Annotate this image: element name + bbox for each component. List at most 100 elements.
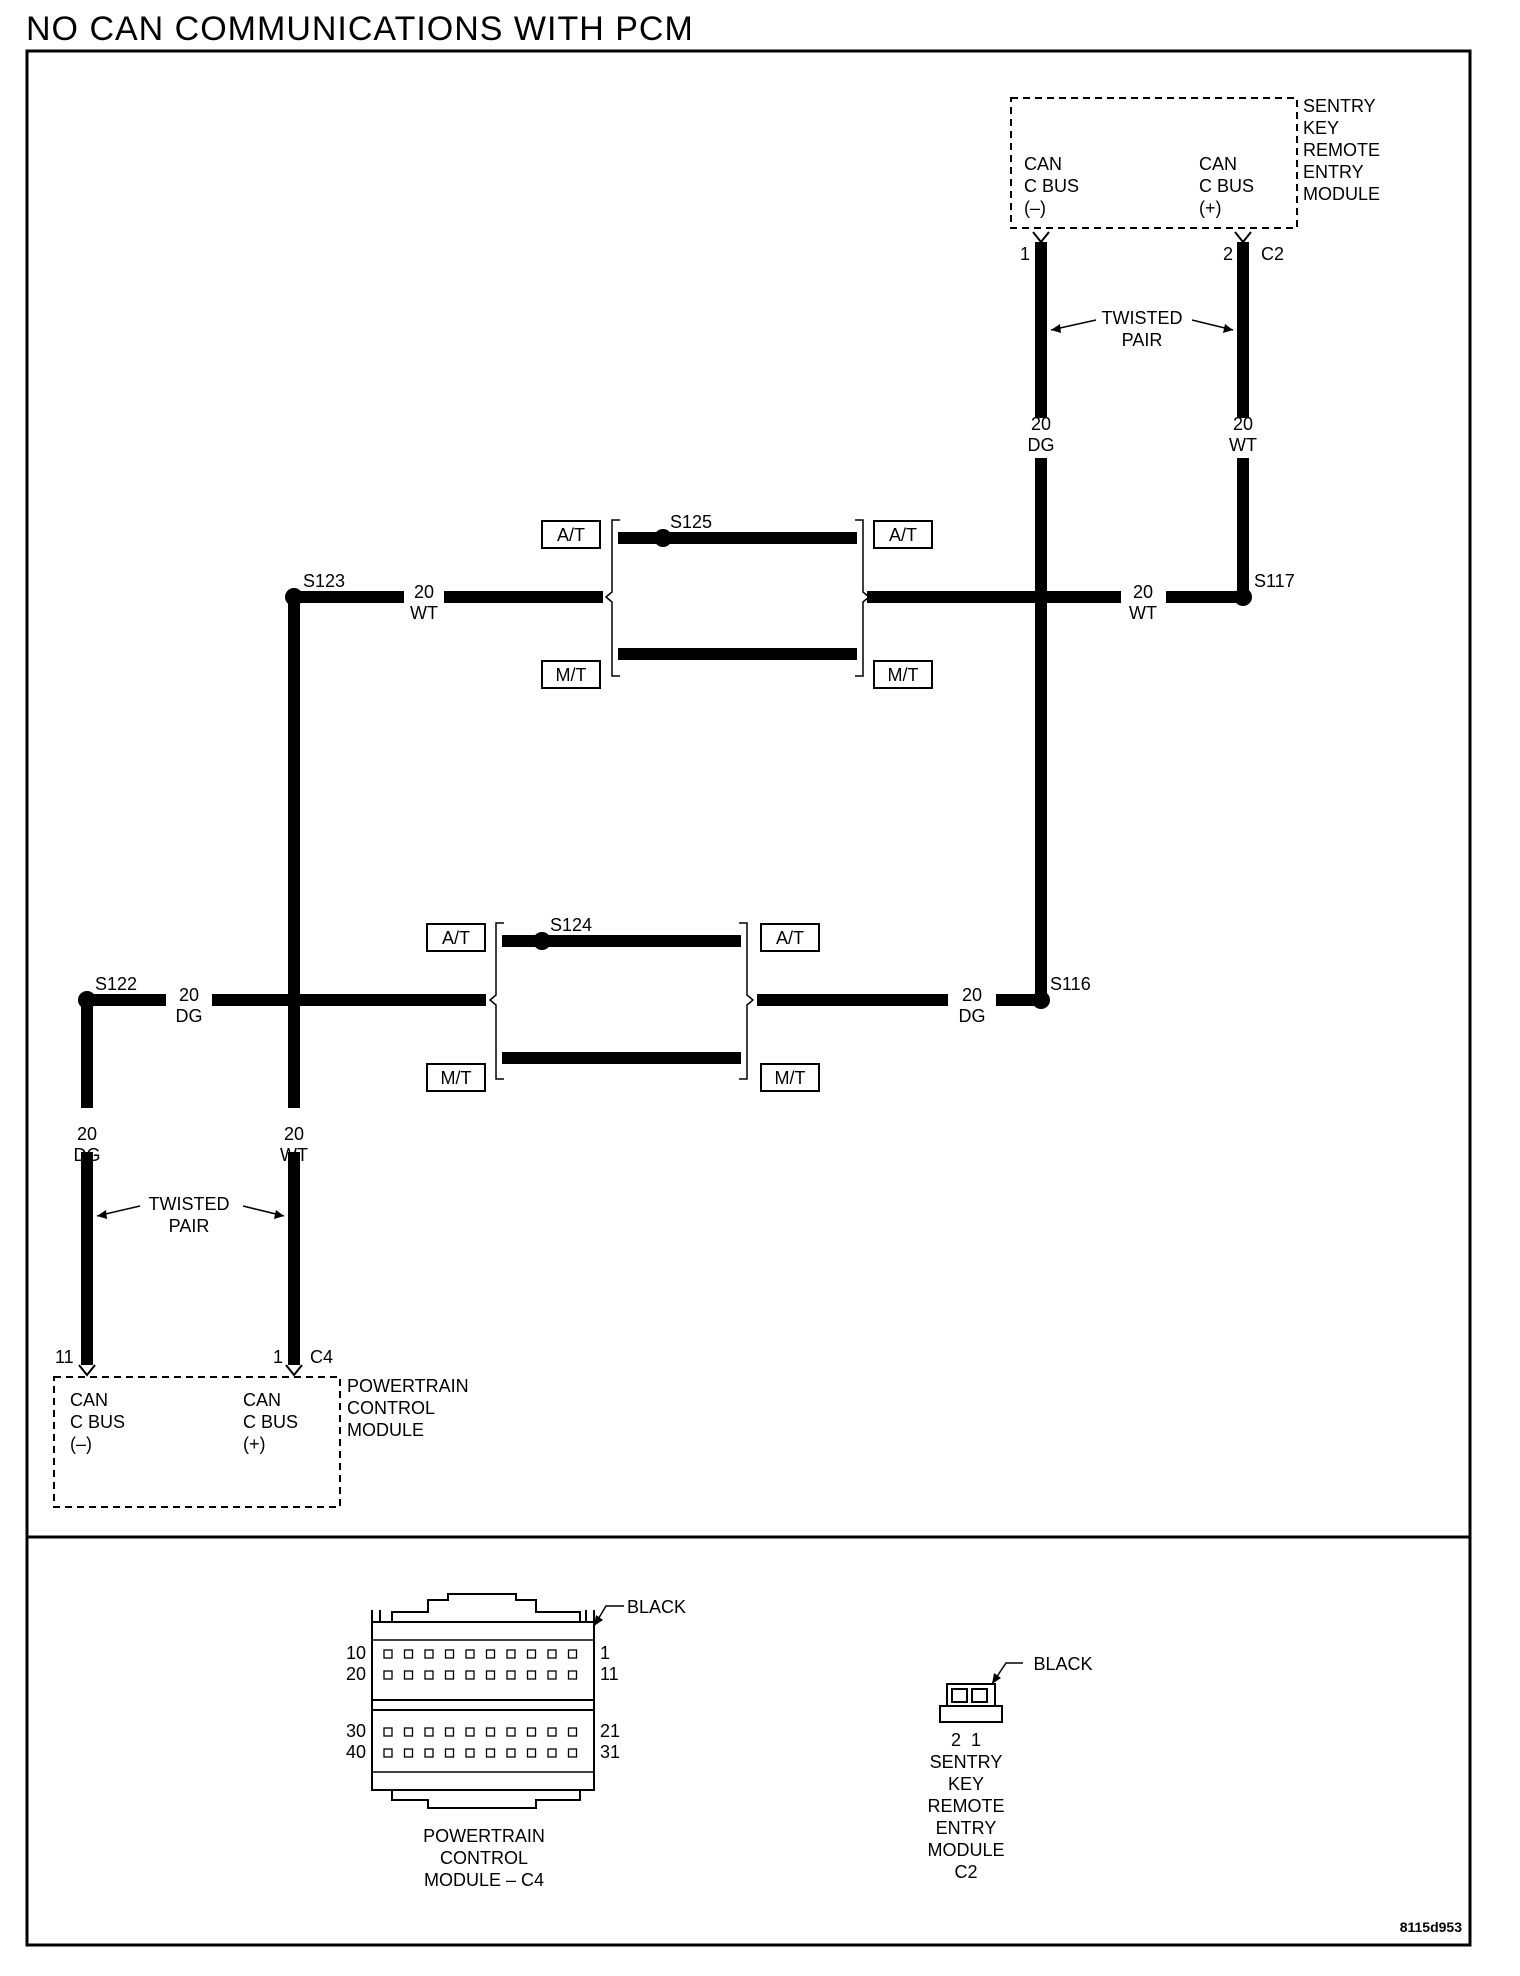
option-box-s125-mt-right — [873, 660, 933, 689]
option-box-s124-at-right — [760, 923, 820, 952]
sentry-pos-label-1: CAN — [1199, 154, 1237, 174]
pcm-connector-cavity — [465, 1649, 475, 1659]
pcm-connector-cavity — [485, 1748, 496, 1758]
pcm-module: 11 1 C4 CAN C BUS (–) CAN C BUS (+) POWE… — [53, 1347, 469, 1508]
wire-label-sentry-wt-gauge: 20 — [1233, 414, 1253, 434]
pcm-connector-cavity — [506, 1748, 516, 1758]
label-s123: S123 — [303, 571, 345, 591]
s124-bracket-right — [739, 922, 755, 1080]
wire-label-s117-wt-color: WT — [1129, 603, 1157, 623]
pcm-connector-cavity — [485, 1670, 496, 1680]
sentry-neg-label-2: C BUS — [1024, 176, 1079, 196]
pcm-pin-label-10: 10 — [346, 1643, 366, 1663]
splice-s117 — [1234, 588, 1252, 606]
pcm-connector-cavity — [526, 1748, 537, 1758]
pcm-connector-cavity — [424, 1727, 434, 1737]
pcm-connector-cavity — [403, 1727, 414, 1737]
figure-id: 8115d953 — [1400, 1919, 1462, 1935]
pcm-pin-label-1: 1 — [600, 1643, 610, 1663]
sentry-name-4: ENTRY — [1303, 162, 1364, 182]
pcm-pin-label-31: 31 — [600, 1742, 620, 1762]
wire-label-s123-wt-gauge: 20 — [414, 582, 434, 602]
sentry-caption-3: REMOTE — [927, 1796, 1004, 1816]
pcm-connector-cavity — [444, 1748, 455, 1758]
twisted-pair-sentry-arrowhead-left — [1051, 324, 1061, 333]
pcm-connector-cavity — [424, 1649, 434, 1659]
pcm-connector-cavity — [383, 1649, 393, 1659]
pcm-connector-cavity — [403, 1748, 414, 1758]
schematic-frame — [25, 49, 1472, 1539]
pcm-connector-body — [371, 1621, 595, 1791]
pcm-connector-cavity — [526, 1670, 537, 1680]
pcm-connector-cavity — [403, 1670, 414, 1680]
sentry-connector-cavity-2 — [951, 1688, 968, 1703]
pcm-pin-label-40: 40 — [346, 1742, 366, 1762]
label-s116: S116 — [1050, 974, 1091, 994]
s125-bracket-right — [855, 519, 871, 677]
pcm-pin-label-11: 11 — [600, 1664, 619, 1684]
pcm-name-3: MODULE — [347, 1420, 424, 1440]
sentry-connector-color-arrowhead — [992, 1673, 1001, 1684]
s125-bracket-left — [604, 519, 620, 677]
sentry-connector-c2: C2 — [1261, 244, 1284, 264]
pcm-connector-cavity — [567, 1727, 578, 1737]
sentry-caption-4: ENTRY — [936, 1818, 997, 1838]
wire-label-s123-wt-color: WT — [410, 603, 438, 623]
option-s124-at-left: A/T — [442, 928, 470, 948]
pcm-connector-cavity — [506, 1670, 516, 1680]
label-s122: S122 — [95, 974, 137, 994]
sentry-name-3: REMOTE — [1303, 140, 1380, 160]
option-box-s124-mt-left — [426, 1063, 486, 1092]
sentry-pos-label-3: (+) — [1199, 198, 1222, 218]
option-box-s125-at-left — [541, 520, 601, 549]
pcm-connector-cavity — [383, 1748, 393, 1758]
option-s124-at-right: A/T — [776, 928, 804, 948]
pcm-connector-cavity — [567, 1649, 578, 1659]
pcm-connector-cavity — [465, 1727, 475, 1737]
sentry-caption-5: MODULE — [927, 1840, 1004, 1860]
pcm-connector-cavity — [567, 1670, 578, 1680]
twisted-pair-sentry-arrowhead-right — [1223, 324, 1233, 333]
option-boxes: A/T A/T M/T M/T A/T A/T M/T M/T — [426, 520, 933, 1092]
pcm-connector-cavity — [383, 1670, 393, 1680]
twisted-pair-sentry-line2: PAIR — [1122, 330, 1163, 350]
twisted-pair-pcm-line2: PAIR — [169, 1216, 210, 1236]
option-s125-at-right: A/T — [889, 525, 917, 545]
option-brackets — [488, 519, 871, 1080]
wire-label-s122-dg-gauge: 20 — [179, 985, 199, 1005]
sentry-module: SENTRY KEY REMOTE ENTRY MODULE CAN C BUS… — [1010, 96, 1380, 264]
sentry-caption-6: C2 — [954, 1862, 977, 1882]
sentry-name-2: KEY — [1303, 118, 1339, 138]
pcm-connector-cavity — [424, 1748, 434, 1758]
pcm-connector-c4: C4 — [310, 1347, 333, 1367]
splice-labels: S125 S123 S117 S124 S122 S116 — [95, 512, 1295, 994]
wire-label-pcm-dg-color: DG — [74, 1145, 101, 1165]
sentry-module-box — [1010, 97, 1298, 229]
sentry-neg-label-3: (–) — [1024, 198, 1046, 218]
s124-bracket-left — [488, 922, 504, 1080]
sentry-connector-view: BLACK 2 1 SENTRY KEY REMOTE ENTRY MODULE… — [927, 1654, 1092, 1882]
pcm-neg-label-3: (–) — [70, 1434, 92, 1454]
sentry-connector-base — [939, 1705, 1003, 1723]
wire-label-pcm-wt-color: WT — [280, 1145, 308, 1165]
wire-group — [81, 242, 1249, 1365]
label-s124: S124 — [550, 915, 592, 935]
connector-view-frame — [25, 1535, 1472, 1947]
splice-s123 — [285, 588, 303, 606]
sentry-pin-1: 1 — [1020, 244, 1030, 264]
pcm-neg-label-2: C BUS — [70, 1412, 125, 1432]
pcm-connector-latch-top — [391, 1593, 581, 1622]
pcm-connector-cavity — [383, 1727, 393, 1737]
pcm-connector-edge-left — [371, 1610, 381, 1622]
wire-labels: 20 DG 20 WT 20 WT 20 WT 20 DG 20 DG 20 D… — [74, 414, 1257, 1165]
wire-label-pcm-wt-gauge: 20 — [284, 1124, 304, 1144]
sentry-neg-label-1: CAN — [1024, 154, 1062, 174]
sentry-caption-2: KEY — [948, 1774, 984, 1794]
pcm-pos-label-2: C BUS — [243, 1412, 298, 1432]
splice-s116 — [1032, 991, 1050, 1009]
pcm-connector-cavity — [506, 1649, 516, 1659]
sentry-pin-2-chevron — [1234, 231, 1252, 244]
option-box-s124-mt-right — [760, 1063, 820, 1092]
page-title: NO CAN COMMUNICATIONS WITH PCM — [26, 10, 694, 48]
